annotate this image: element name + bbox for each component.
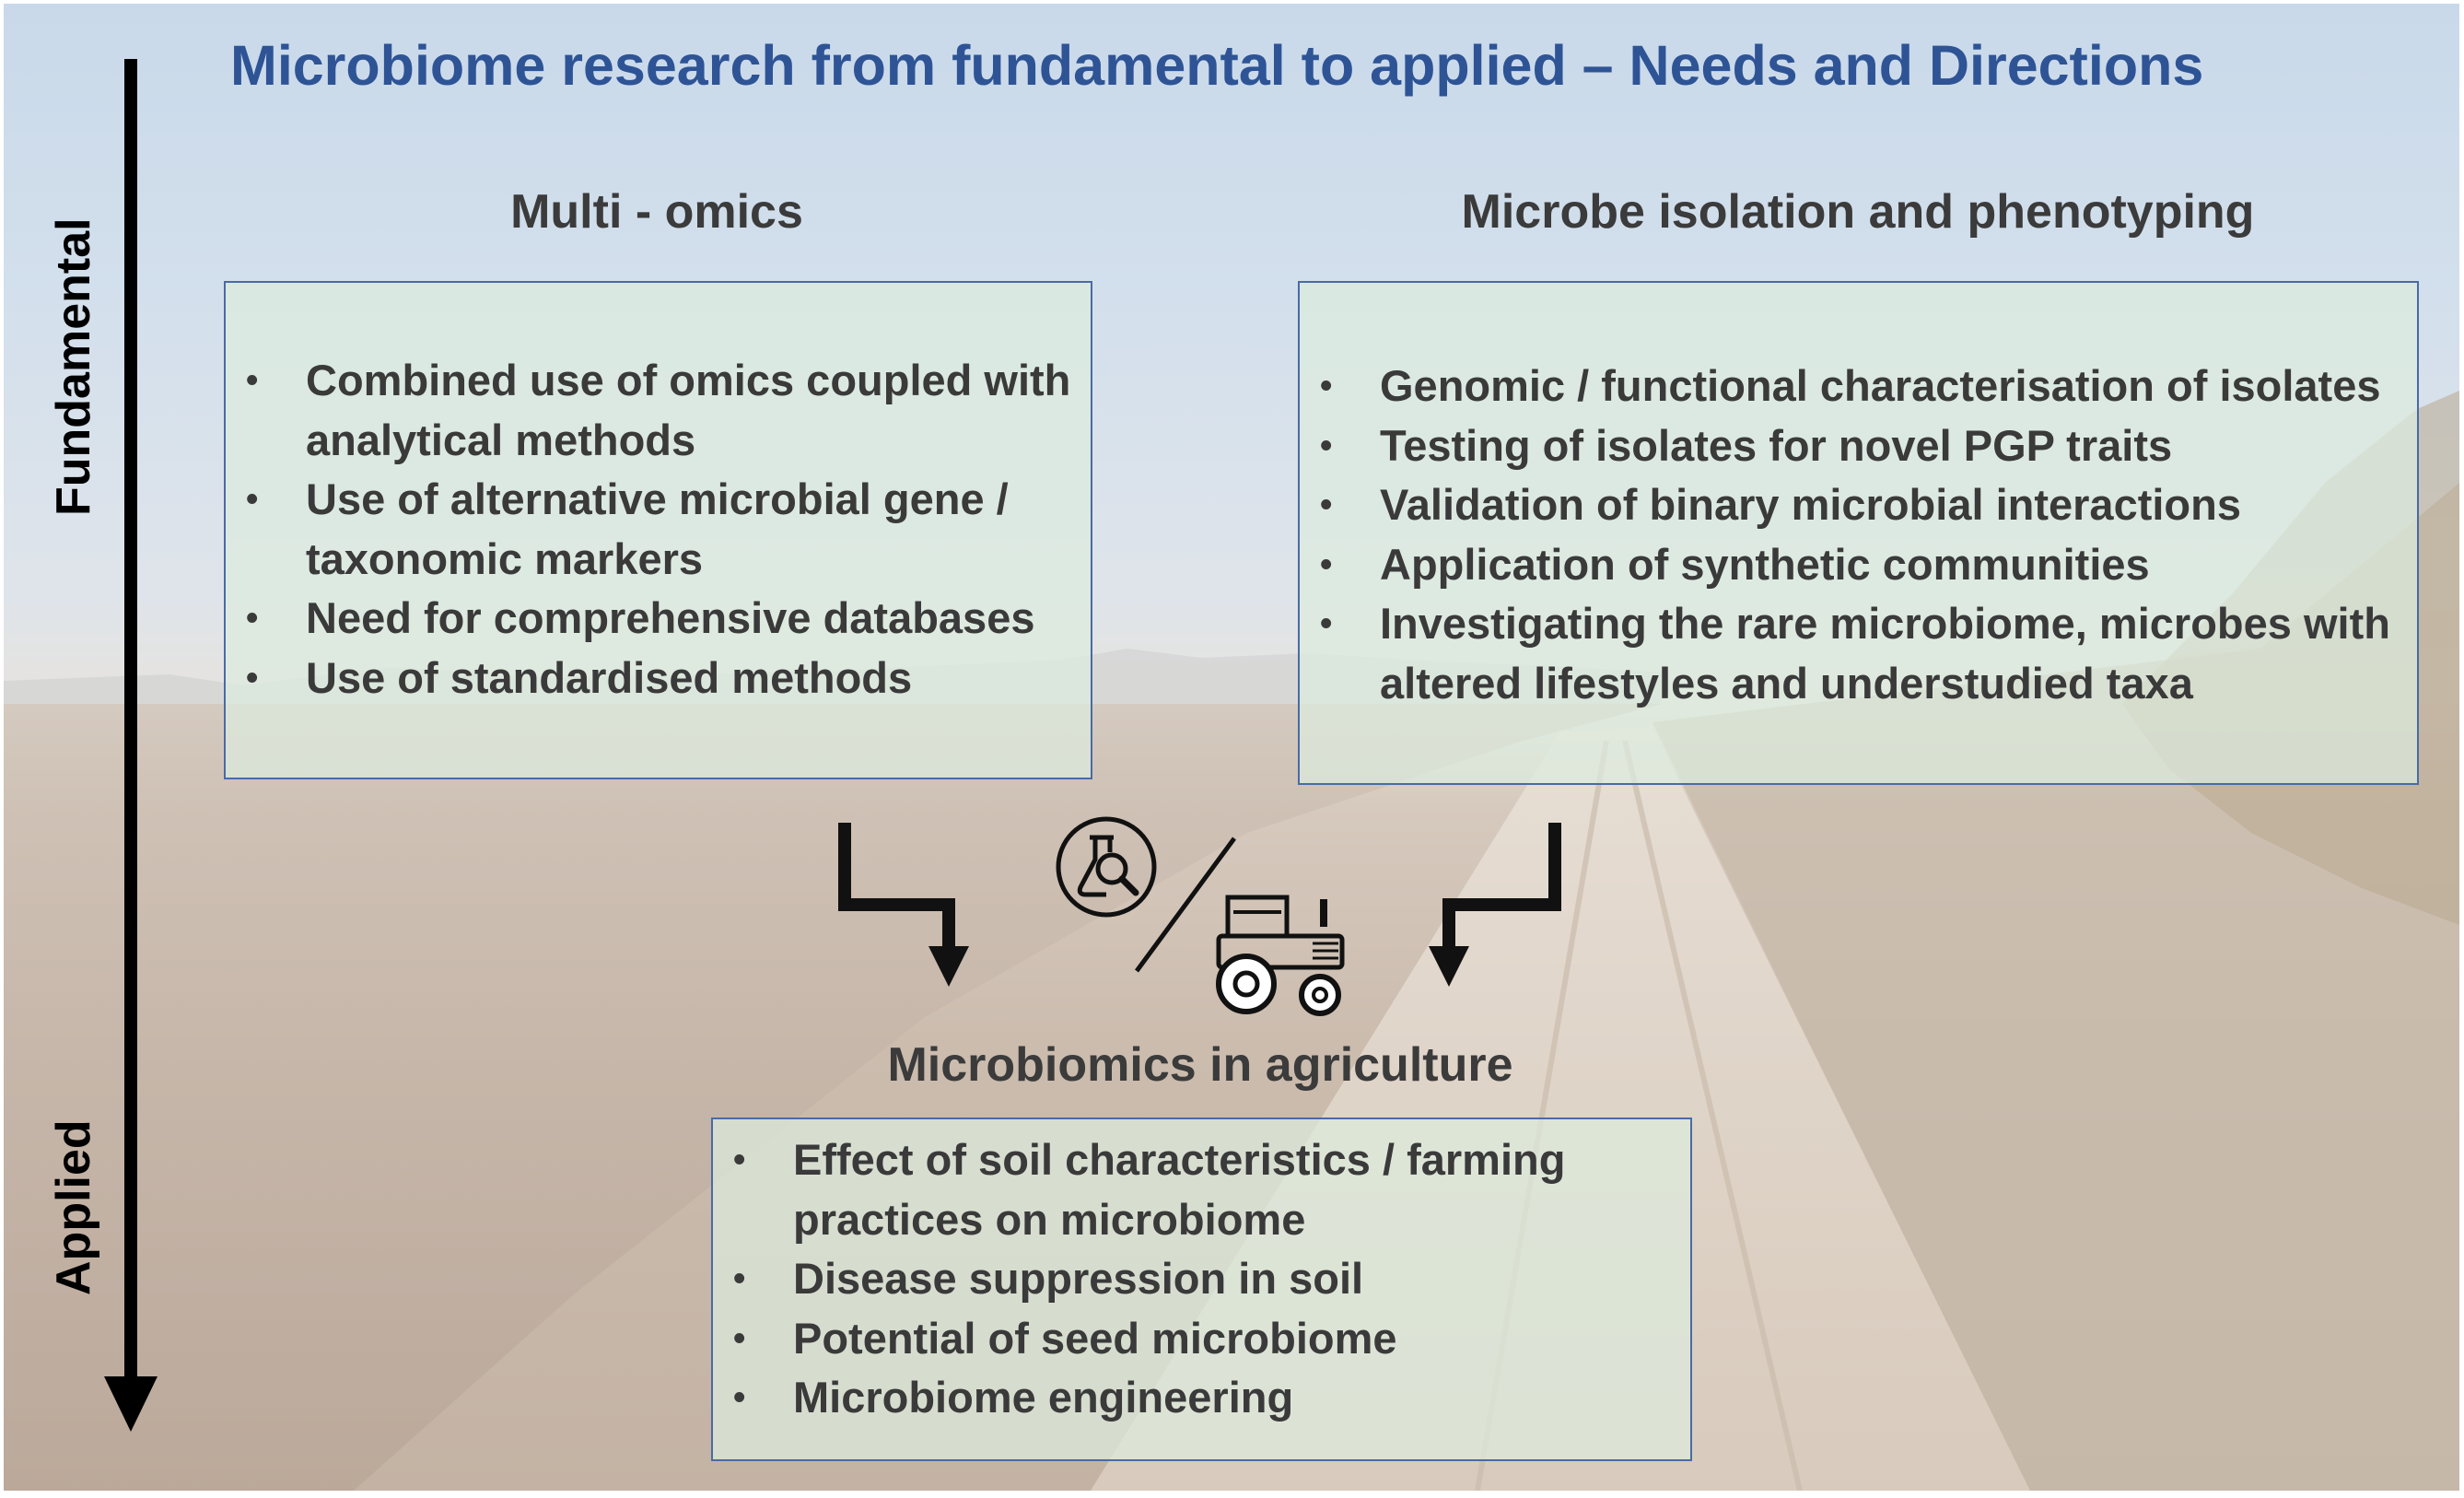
tractor-icon <box>1216 895 1345 1016</box>
list-item: •Application of synthetic communities <box>1300 535 2399 595</box>
bullet: • <box>1320 544 1333 584</box>
list-item: •Genomic / functional characterisation o… <box>1300 357 2399 416</box>
list-item: •Potential of seed microbiome <box>713 1309 1690 1369</box>
bullet: • <box>733 1259 746 1298</box>
lab-flask-magnifier-icon <box>1056 816 1157 918</box>
list-item: •Use of standardised methods <box>226 649 1091 708</box>
list-item: •Disease suppression in soil <box>713 1249 1690 1309</box>
axis-arrow-head <box>104 1376 158 1432</box>
bullet: • <box>246 480 259 519</box>
diagram-title: Microbiome research from fundamental to … <box>230 34 2204 97</box>
isolation-list: •Genomic / functional characterisation o… <box>1300 357 2417 713</box>
bullet: • <box>1320 426 1333 465</box>
multi-omics-list: •Combined use of omics coupled with anal… <box>226 351 1091 708</box>
list-item: •Investigating the rare microbiome, micr… <box>1300 594 2399 713</box>
slash-divider <box>1134 837 1236 973</box>
right-elbow-arrow-icon <box>1429 823 1561 987</box>
heading-isolation-phenotyping: Microbe isolation and phenotyping <box>1461 185 2255 239</box>
list-item: •Use of alternative microbial gene / tax… <box>226 470 1091 589</box>
list-item: •Effect of soil characteristics / farmin… <box>713 1130 1690 1249</box>
list-item: •Need for comprehensive databases <box>226 589 1091 649</box>
heading-microbiomics-agriculture: Microbiomics in agriculture <box>887 1038 1513 1092</box>
bullet: • <box>246 361 259 400</box>
list-item: •Combined use of omics coupled with anal… <box>226 351 1091 470</box>
bullet: • <box>246 599 259 638</box>
fundamental-to-applied-axis <box>124 59 137 1376</box>
bullet: • <box>733 1141 746 1179</box>
bullet: • <box>733 1318 746 1358</box>
left-elbow-arrow-icon <box>838 823 969 987</box>
bullet: • <box>733 1378 746 1417</box>
bullet: • <box>246 658 259 697</box>
agriculture-list: •Effect of soil characteristics / farmin… <box>713 1130 1690 1428</box>
bullet: • <box>1320 486 1333 524</box>
bullet: • <box>1320 604 1333 643</box>
axis-label-fundamental: Fundamental <box>47 217 100 516</box>
heading-multi-omics: Multi - omics <box>510 185 803 239</box>
list-item: •Testing of isolates for novel PGP trait… <box>1300 416 2399 476</box>
isolation-phenotyping-box: •Genomic / functional characterisation o… <box>1298 281 2419 785</box>
agriculture-box: •Effect of soil characteristics / farmin… <box>711 1118 1692 1461</box>
bullet: • <box>1320 367 1333 405</box>
axis-label-applied: Applied <box>47 1119 100 1295</box>
list-item: •Validation of binary microbial interact… <box>1300 475 2399 535</box>
list-item: •Microbiome engineering <box>713 1368 1690 1428</box>
multi-omics-box: •Combined use of omics coupled with anal… <box>224 281 1092 779</box>
